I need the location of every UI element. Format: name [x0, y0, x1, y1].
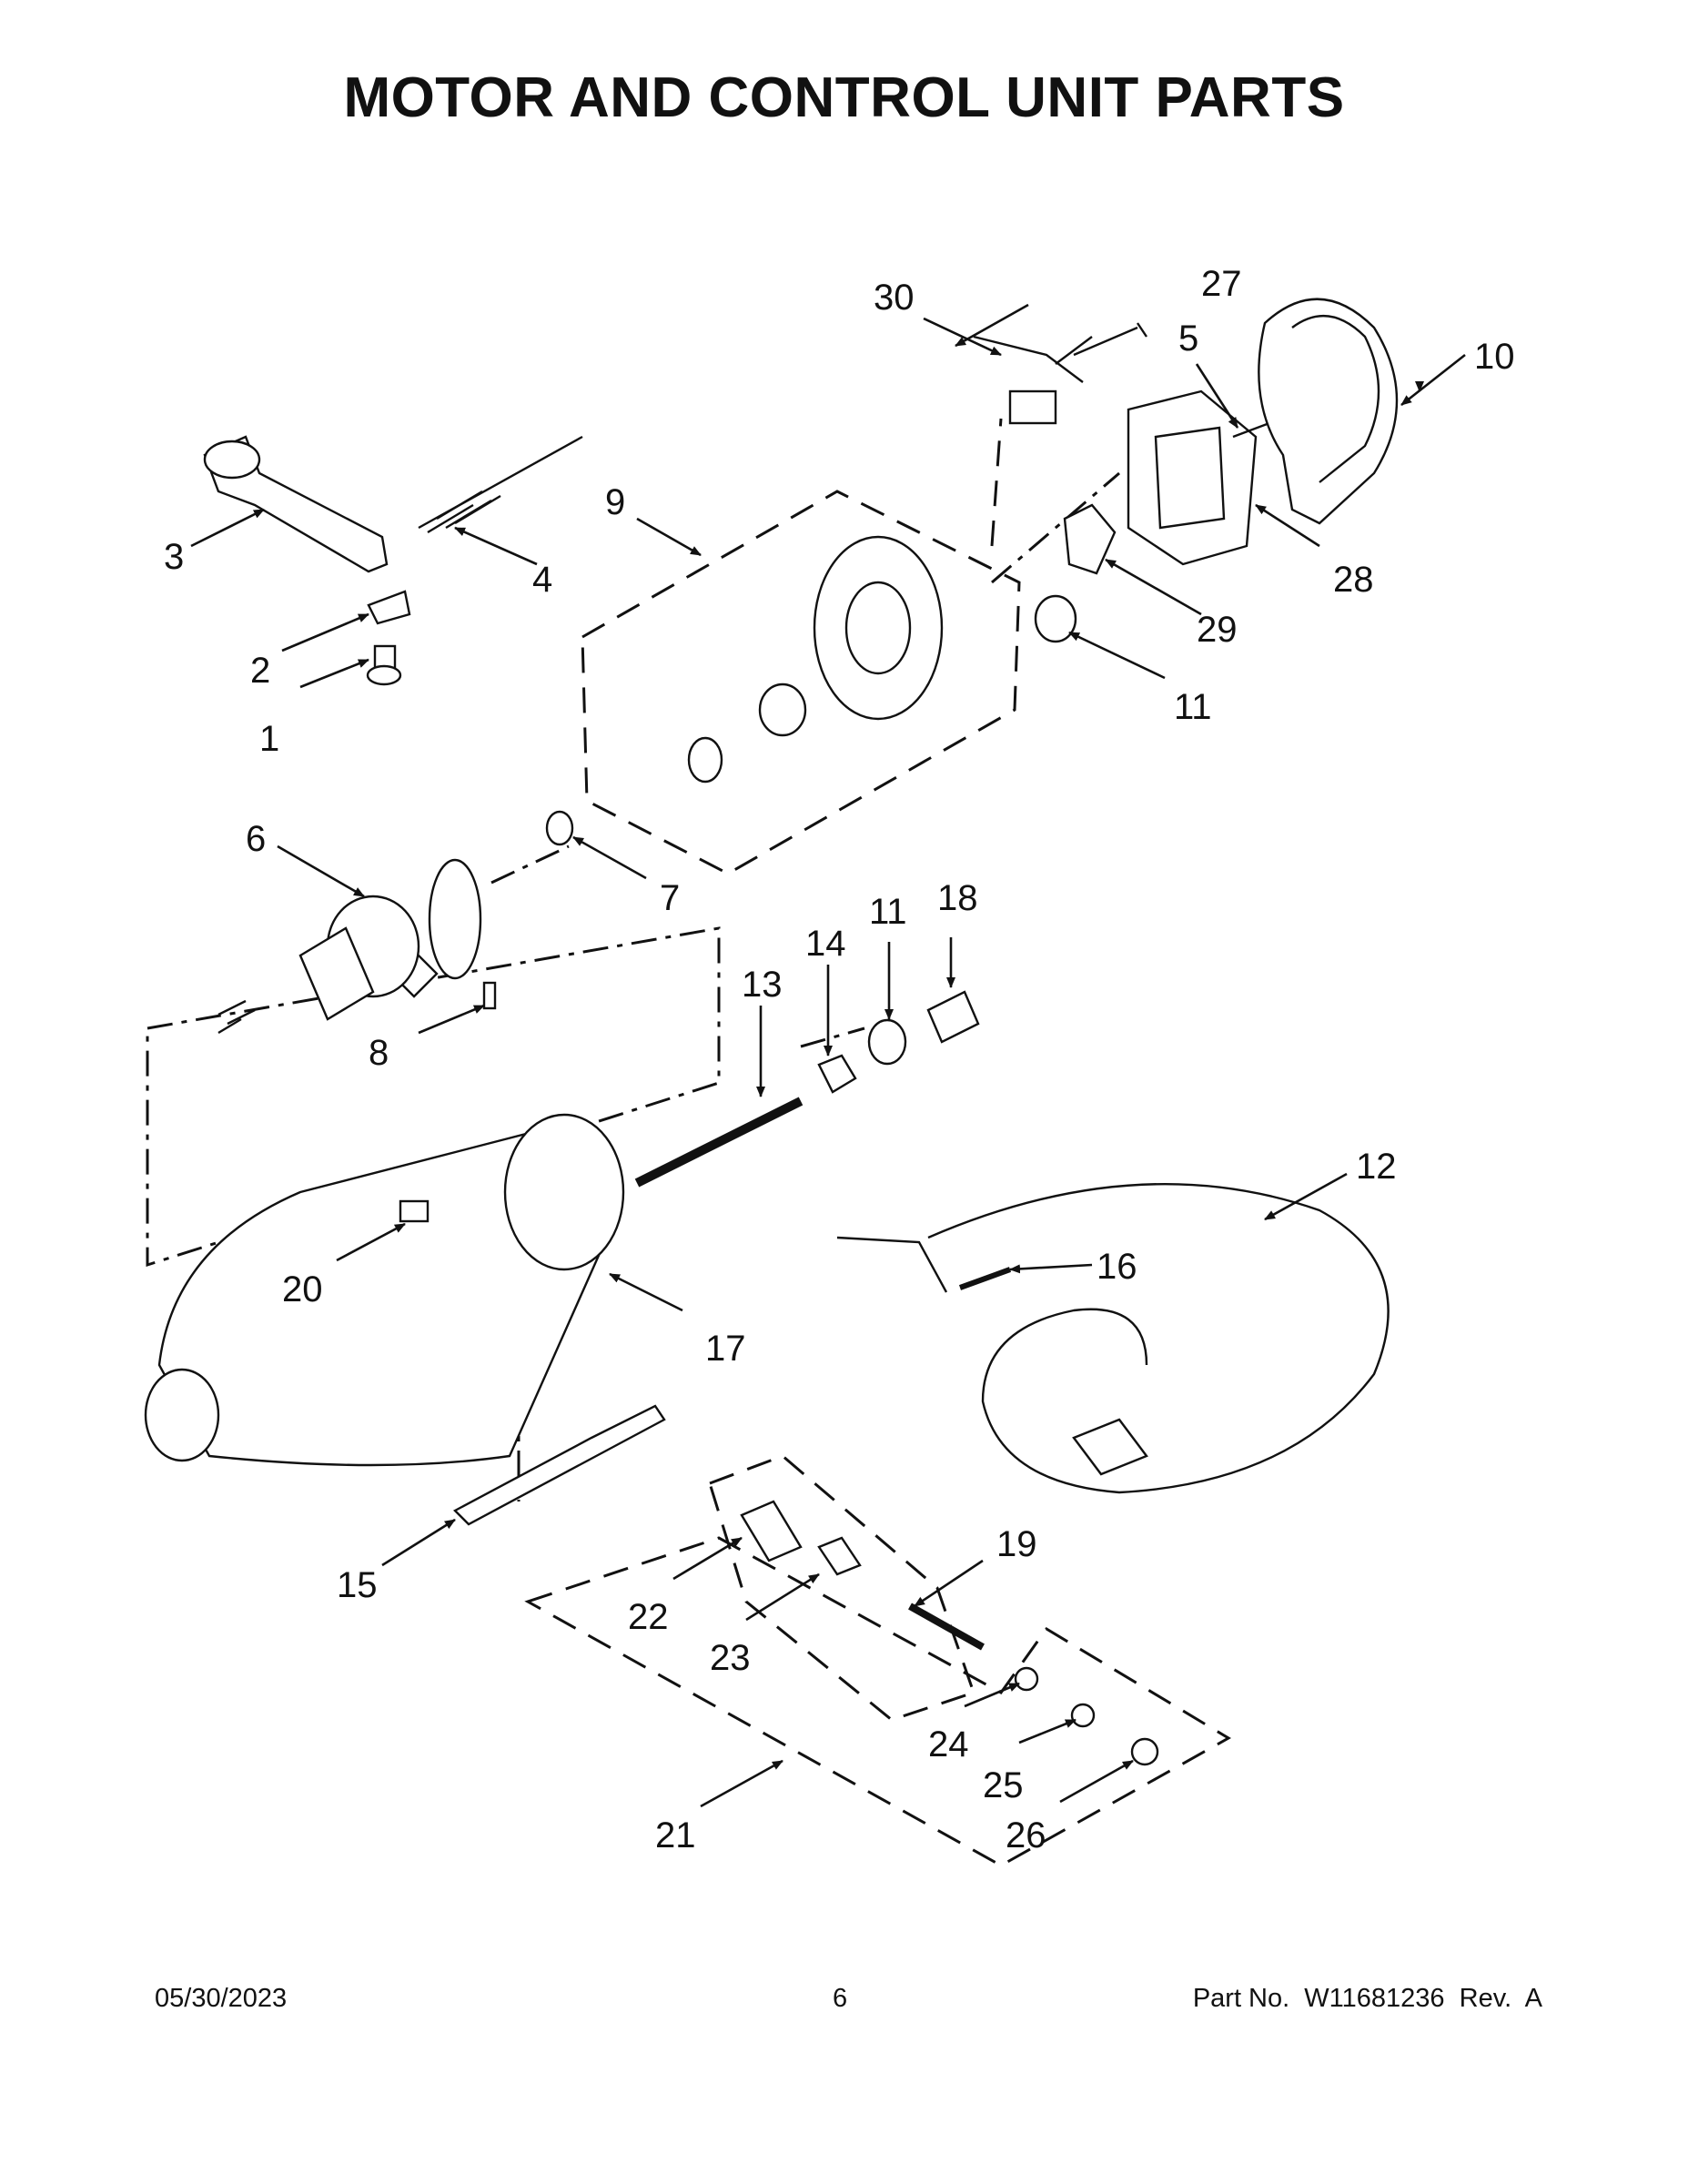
brush-part — [482, 981, 497, 1010]
callout-11-lower: 11 — [869, 892, 907, 932]
callout-14: 14 — [805, 924, 846, 964]
callout-7: 7 — [660, 878, 680, 918]
sensor-part — [1063, 503, 1117, 575]
callout-12: 12 — [1356, 1147, 1397, 1187]
callout-18: 18 — [937, 878, 978, 918]
set-screw-part — [399, 1199, 430, 1223]
worm-shaft-part — [634, 1097, 804, 1188]
callout-21: 21 — [655, 1815, 696, 1855]
gasket-part — [1258, 298, 1399, 525]
callout-27: 27 — [1201, 264, 1242, 304]
footer-part-number: Part No. W11681236 Rev. A — [1192, 1984, 1542, 2013]
thrust-washer-part — [545, 810, 574, 846]
bearing-part — [867, 1018, 907, 1066]
callout-1: 1 — [259, 719, 279, 759]
callout-4: 4 — [532, 560, 552, 600]
callout-30: 30 — [874, 278, 915, 318]
callout-26: 26 — [1006, 1815, 1046, 1855]
armature-group-outline — [146, 926, 721, 1268]
capacitor-part — [973, 335, 1093, 425]
connector-line — [800, 1026, 865, 1048]
knob-part — [740, 1500, 803, 1562]
control-shaft-part — [908, 1603, 985, 1651]
power-cord-part — [836, 1182, 1390, 1494]
callout-22: 22 — [628, 1597, 669, 1637]
callout-19: 19 — [996, 1524, 1037, 1564]
retaining-ring-part — [817, 1054, 857, 1094]
screw-part — [366, 644, 402, 686]
callout-20: 20 — [282, 1269, 323, 1309]
washer-part — [367, 590, 411, 625]
speed-control-group-outline — [524, 1536, 1231, 1867]
armature-part — [217, 858, 482, 1035]
bushing-part — [1014, 1666, 1039, 1692]
page-title: MOTOR AND CONTROL UNIT PARTS — [343, 66, 1345, 129]
callout-13: 13 — [742, 965, 783, 1005]
plug-part — [1130, 1737, 1159, 1766]
coupling-part — [817, 1536, 862, 1576]
callout-28: 28 — [1333, 560, 1374, 600]
screw-part — [958, 1267, 1012, 1290]
callout-23: 23 — [710, 1638, 751, 1678]
callout-8: 8 — [369, 1033, 389, 1073]
motor-housing-part — [144, 1113, 625, 1467]
connector-line — [490, 844, 570, 885]
end-bell-part — [687, 535, 944, 784]
nut-part — [1070, 1703, 1096, 1728]
screw-part — [1232, 421, 1270, 439]
link-arm-part — [203, 435, 389, 573]
switch-group-outline — [708, 1454, 975, 1722]
end-bell-group-outline — [581, 490, 1021, 875]
callout-10: 10 — [1474, 337, 1515, 377]
switch-lever-part — [453, 1404, 666, 1526]
callout-25: 25 — [983, 1765, 1024, 1805]
connector-line — [990, 418, 1003, 547]
callout-5: 5 — [1178, 318, 1198, 359]
screw-part — [1073, 322, 1147, 357]
bushing-part — [926, 990, 980, 1044]
callout-24: 24 — [928, 1724, 969, 1764]
footer-page-number: 6 — [833, 1984, 848, 2013]
footer-date: 05/30/2023 — [155, 1984, 288, 2013]
callout-16: 16 — [1097, 1247, 1137, 1287]
callout-9: 9 — [605, 482, 625, 522]
bearing-part — [1034, 594, 1077, 643]
connector-line — [991, 471, 1120, 584]
callout-2: 2 — [250, 651, 270, 691]
callout-11-upper: 11 — [1174, 687, 1212, 727]
control-board-part — [1127, 389, 1258, 566]
spring-part — [418, 435, 583, 534]
callout-3: 3 — [164, 537, 184, 577]
callout-29: 29 — [1197, 610, 1238, 650]
callout-17: 17 — [705, 1329, 746, 1369]
callout-6: 6 — [246, 819, 266, 859]
callout-15: 15 — [337, 1565, 378, 1605]
